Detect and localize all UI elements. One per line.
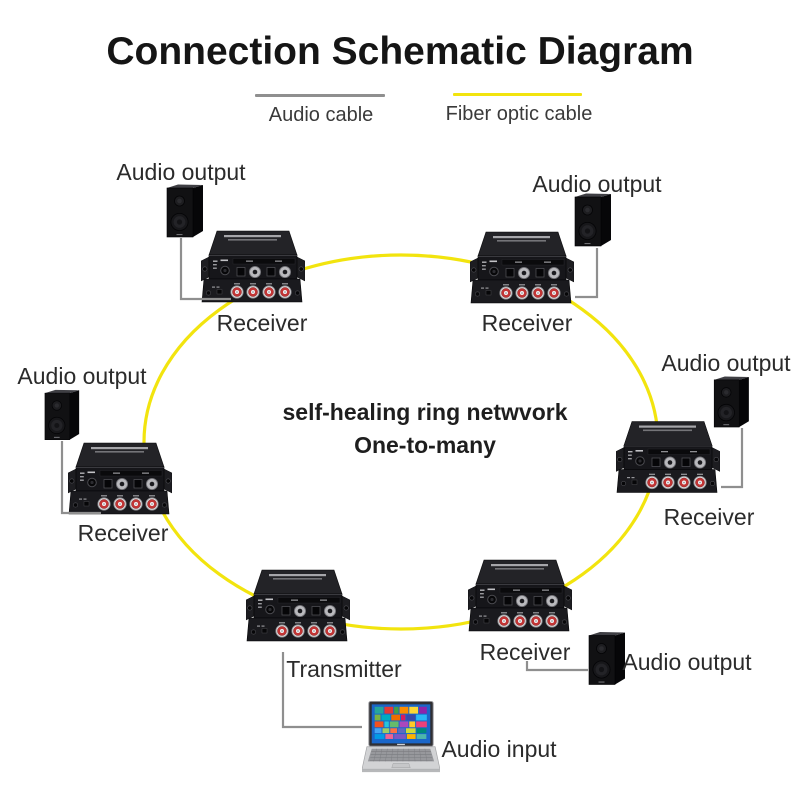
legend-audio-line <box>255 94 385 97</box>
speaker-top-right <box>574 193 612 247</box>
label-audio-output-right: Audio output <box>661 350 791 376</box>
ring-caption-line1: self-healing ring netwvork <box>282 399 568 425</box>
label-receiver-bottom-right: Receiver <box>479 639 571 665</box>
label-audio-output-top-right: Audio output <box>532 171 662 197</box>
device-receiver-left <box>68 442 172 515</box>
label-audio-output-left: Audio output <box>17 363 147 389</box>
label-receiver-top-left: Receiver <box>216 310 308 336</box>
device-receiver-top-left <box>201 230 305 303</box>
legend-fiber-line <box>453 92 582 96</box>
device-receiver-top-right <box>470 231 574 304</box>
audio-cable-left <box>60 441 101 515</box>
audio-cable-transmitter <box>281 652 362 729</box>
speaker-right <box>713 376 750 428</box>
speaker-bottom-right <box>588 631 626 686</box>
speaker-top-left <box>166 184 204 238</box>
ring-caption: self-healing ring netwvork One-to-many <box>283 396 568 462</box>
device-receiver-bottom-right <box>468 559 572 632</box>
label-transmitter: Transmitter <box>286 656 402 682</box>
device-transmitter-bottom <box>246 569 350 642</box>
label-audio-input: Audio input <box>441 736 557 762</box>
label-receiver-right: Receiver <box>663 504 755 530</box>
laptop-audio-input <box>362 700 440 773</box>
page-title: Connection Schematic Diagram <box>106 30 694 73</box>
label-receiver-top-right: Receiver <box>481 310 573 336</box>
ring-caption-line2: One-to-many <box>354 432 496 458</box>
audio-cable-bottom-right <box>525 661 588 672</box>
device-receiver-right <box>616 420 720 494</box>
label-audio-output-top-left: Audio output <box>116 159 246 185</box>
audio-cable-top-left <box>179 238 231 301</box>
legend-audio-label: Audio cable <box>268 104 374 126</box>
audio-cable-top-right <box>575 248 599 299</box>
legend-fiber-label: Fiber optic cable <box>445 103 593 125</box>
label-audio-output-bottom-right: Audio output <box>622 649 752 675</box>
label-receiver-left: Receiver <box>77 520 169 546</box>
speaker-left <box>44 389 80 441</box>
audio-cable-right <box>721 428 744 489</box>
